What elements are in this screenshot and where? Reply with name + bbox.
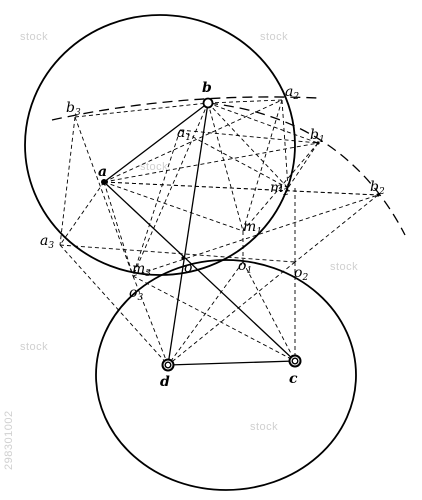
label-b: b <box>202 80 212 96</box>
label-m1: m1 <box>243 219 262 237</box>
label-b2: b2 <box>370 179 385 197</box>
label-a2: a2 <box>285 84 299 102</box>
label-o2: o2 <box>294 265 308 283</box>
label-o: o <box>184 260 192 276</box>
watermark-text: stock <box>260 31 288 43</box>
pivot-b <box>202 97 214 109</box>
point-o <box>181 256 185 260</box>
label-c: c <box>289 371 298 387</box>
watermark-layer: stock stock stock stock stock stock <box>20 31 358 433</box>
watermark-text: stock <box>140 161 168 173</box>
label-a: a <box>98 164 107 180</box>
pivot-a <box>101 179 107 185</box>
pivot-d <box>161 358 175 372</box>
point-b1 <box>316 141 320 145</box>
pivot-points <box>101 97 380 372</box>
point-b2 <box>376 193 380 197</box>
label-d: d <box>160 374 170 390</box>
locus-arc-a <box>51 96 319 121</box>
label-m2: m2 <box>270 180 289 198</box>
lower-circle <box>95 259 357 491</box>
label-a1: a1 <box>177 125 191 143</box>
dashed-construction <box>59 99 379 366</box>
watermark-text: stock <box>330 261 358 273</box>
label-b1: b1 <box>310 127 325 145</box>
watermark-text: stock <box>20 31 48 43</box>
label-o1: o1 <box>238 258 252 276</box>
pivot-c <box>288 354 302 368</box>
label-m3: m3 <box>132 261 151 279</box>
label-a3: a3 <box>40 233 54 251</box>
solid-linkage <box>103 102 296 366</box>
stock-id: 298301002 <box>3 410 15 470</box>
label-b3: b3 <box>66 100 81 118</box>
watermark-text: stock <box>20 341 48 353</box>
locus-arc-b <box>207 102 406 236</box>
labels: b a d c o a2 a1 a3 b3 b1 b2 m2 m1 m3 o1 … <box>40 80 385 390</box>
watermark-text: stock <box>250 421 278 433</box>
label-o3: o3 <box>129 285 143 303</box>
